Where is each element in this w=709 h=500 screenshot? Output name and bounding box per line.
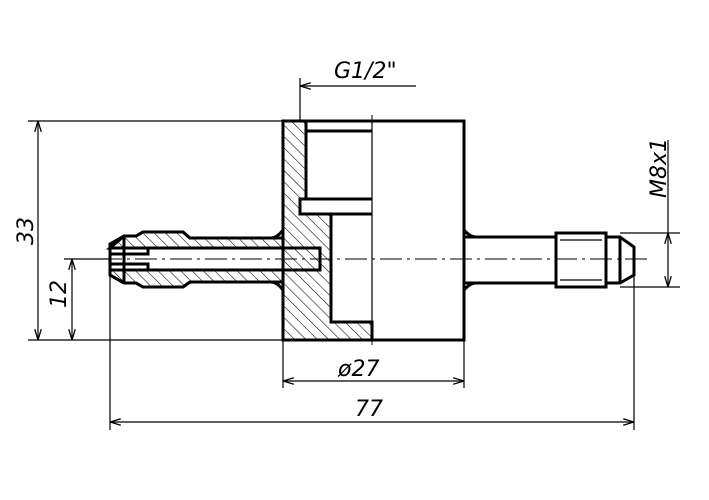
dimension-length-total: 77 [109,275,635,430]
dimension-height-offset: 12 [47,258,110,340]
dimension-g-thread: G1/2" [299,59,416,121]
dimension-diameter: ø27 [282,340,465,388]
adapter-body [281,119,466,342]
height-total-label: 33 [14,217,39,245]
thread-m-label: M8x1 [647,138,672,198]
dimension-height-total: 33 [14,120,283,341]
diameter-label: ø27 [337,357,379,382]
length-total-label: 77 [355,397,383,422]
section-hatching-body [281,119,374,342]
dimension-m-thread: M8x1 [620,138,680,288]
height-offset-label: 12 [47,280,72,308]
right-nipple [270,229,636,291]
thread-g-label: G1/2" [334,59,397,84]
